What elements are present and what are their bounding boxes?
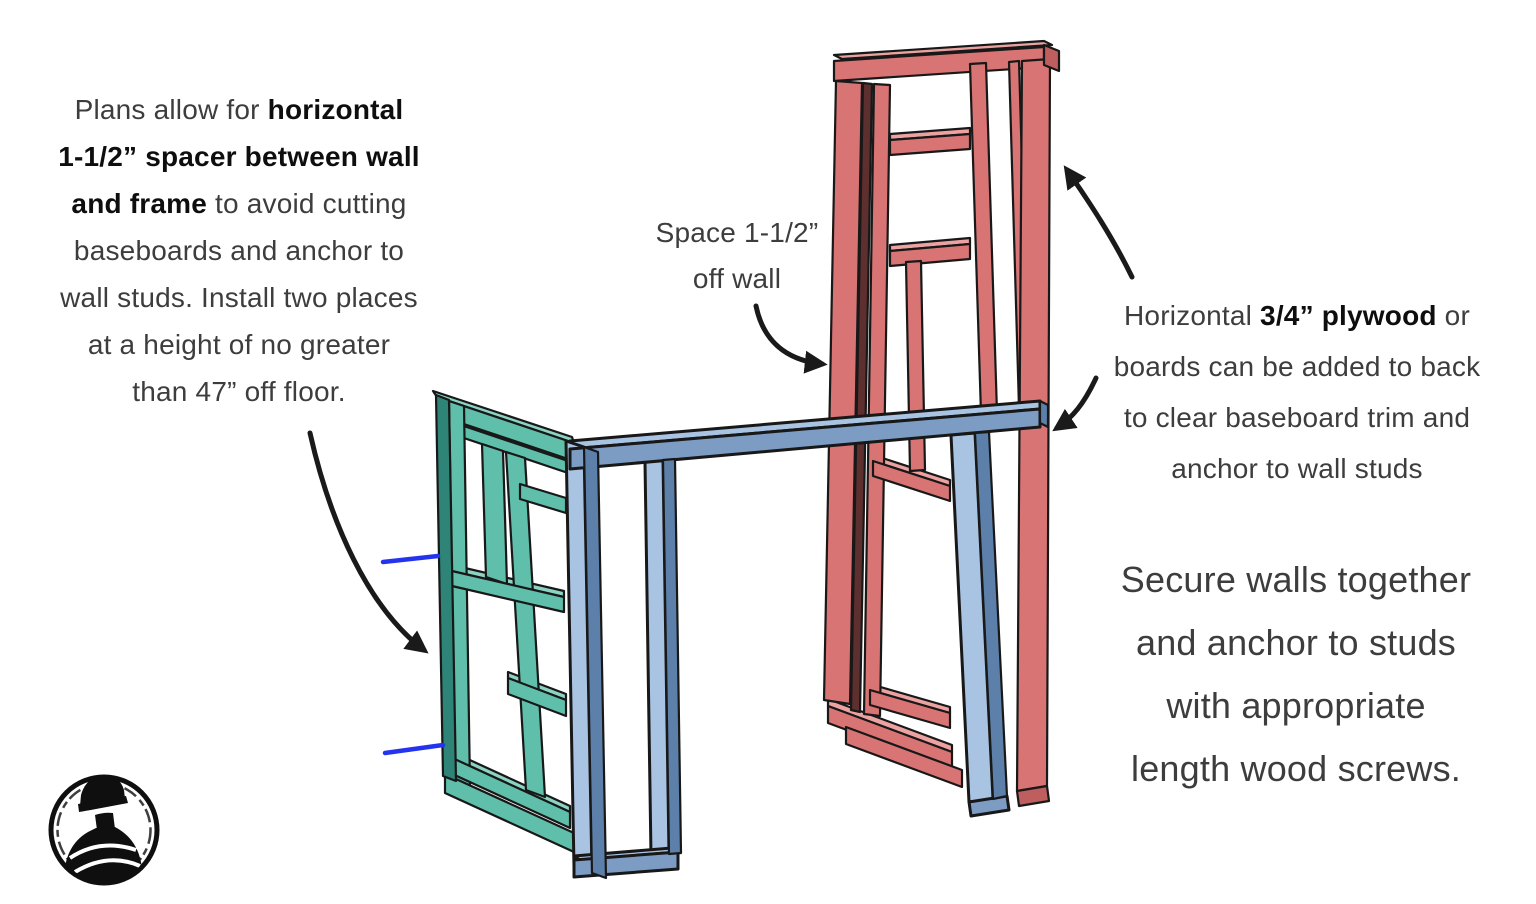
arrow-space-label-to-frame [753,303,828,374]
frame-member [849,81,874,714]
frame-member [862,82,892,718]
right-frame-end-faces [1015,43,1061,808]
note-line: to clear baseboard trim and [1123,402,1471,433]
note-line: and anchor to studs [1135,622,1456,663]
callout-arrows [307,165,1135,654]
frame-member [844,725,964,789]
frame-member [1015,784,1051,808]
frame-member [888,242,972,268]
logo-cap-brim [78,796,128,812]
note-line: baseboards and anchor to [73,235,405,266]
left-instruction-note: Plans allow for horizontal 1-1/2” spacer… [36,86,442,415]
arrow-right-note-down [1052,375,1099,432]
right-instruction-note: Horizontal 3/4” plywood or boards can be… [1086,290,1508,494]
frame-member [434,393,458,783]
note-line: Secure walls together [1120,559,1472,600]
frame-member [832,39,1054,61]
spacer-top-rail [568,407,1042,471]
right-frame-stud-gap [849,81,874,714]
left-wall-frame [431,389,576,854]
logo-figure [64,779,143,881]
note-line: boards can be added to back [1113,351,1481,382]
frame-member [506,676,568,718]
frame-member [868,688,952,730]
note-line: anchor to wall studs [1171,453,1423,484]
arrow-right-note-up [1063,165,1135,280]
frame-member [888,132,972,157]
note-line: than 47” off floor. [132,376,346,407]
frame-member [871,459,952,503]
space-off-wall-label: Space 1-1/2” off wall [620,210,854,302]
logo-arm-line-2 [73,858,141,874]
spacer-frame [564,399,1050,880]
note-line: Horizontal 3/4” plywood or [1124,300,1470,331]
frame-member [661,457,683,856]
frame-member [968,61,999,416]
logo-torso [64,827,143,881]
spacer-dark-faces [582,399,1050,880]
frame-member [973,430,1009,801]
arrow-left-note-to-frame [307,430,429,654]
frame-member [480,442,509,586]
note-line: length wood screws. [1131,748,1461,789]
frame-member [1038,399,1050,429]
frame-member [822,79,864,706]
note-line: at a height of no greater [87,329,391,360]
anchor-line-upper [380,553,441,565]
note-line: off wall [692,263,782,294]
frame-member [1042,43,1061,73]
builder-logo [48,774,160,886]
left-frame-side-faces [434,393,458,783]
note-line: wall studs. Install two places [60,282,418,313]
secure-walls-note: Secure walls together and anchor to stud… [1088,548,1504,800]
logo-arm-line-1 [68,843,137,860]
note-line: Plans allow for horizontal [74,94,404,125]
anchor-spacer-lines [380,553,446,756]
frame-member [504,450,547,799]
note-line: Space 1-1/2” [655,217,819,248]
anchor-line-lower [382,742,446,756]
left-frame-front-faces [435,395,576,854]
note-line: with appropriate [1166,685,1426,726]
note-line: and frame to avoid cutting [71,188,407,219]
note-line: 1-1/2” spacer between wall [58,141,420,172]
frame-member [582,445,608,880]
